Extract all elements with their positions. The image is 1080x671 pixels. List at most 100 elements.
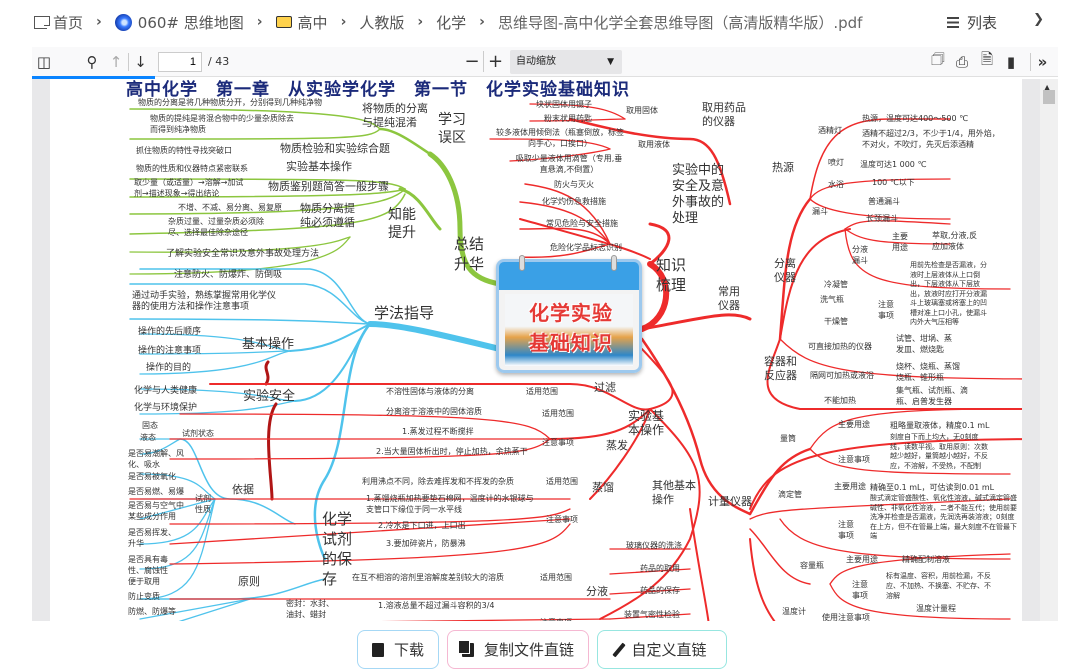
leaf: 利用沸点不同，除去难挥发和不挥发的杂质	[362, 477, 514, 486]
sub-label: 适用范围	[526, 387, 558, 396]
leaf: 粉末状用药匙	[544, 114, 592, 123]
leaf: 是否易潮解、风化、吸水	[128, 449, 184, 469]
view-mode-label: 列表	[966, 14, 997, 32]
topic-storage: 化学试剂的保存	[322, 510, 353, 588]
leaf: 1.蒸馏烧瓶加热要垫石棉网，温度计的水银球与支管口下缘位于同一水平线	[366, 494, 534, 514]
central-topic-line: 化学实验	[529, 301, 613, 325]
scroll-up-arrow-icon[interactable]: ▲	[1044, 83, 1051, 92]
zoom-select[interactable]: 自动缩放 ▼	[510, 50, 622, 74]
container-label: 不能加热	[824, 396, 856, 405]
zoom-in-icon[interactable]: +	[483, 51, 507, 72]
breadcrumb-item-edition[interactable]: 人教版	[359, 12, 404, 33]
binder-ring	[519, 255, 525, 271]
vertical-scrollbar[interactable]: ▲	[1040, 79, 1058, 621]
leaf: 物质的提纯是将混合物中的少量杂质除去而得到纯净物质	[150, 114, 294, 134]
central-topic-text: 化学实验 基础知识	[509, 298, 633, 358]
sub-label: 注意事项	[546, 515, 578, 524]
page-number-input[interactable]	[158, 51, 202, 72]
leaf: 液态	[140, 433, 156, 442]
leaf: 是否具有毒性、腐蚀性	[128, 555, 168, 575]
sidebar-toggle-icon[interactable]: ◫	[36, 52, 52, 71]
leaf: 药品的取用	[640, 564, 680, 573]
bookmark-icon[interactable]: ▮	[1006, 52, 1016, 71]
sub-label: 水浴	[828, 180, 844, 189]
print-icon[interactable]: ⎙	[955, 52, 968, 71]
sub-label: 注意事项	[878, 300, 894, 320]
central-topic: 化学实验 基础知识	[496, 255, 642, 373]
leaf: 物质的分离是将几种物质分开，分别得到几种纯净物	[138, 98, 322, 107]
download-button[interactable]: 下载	[357, 630, 439, 669]
sub-label: 主要用途	[834, 482, 866, 491]
leaf: 药品的保存	[640, 586, 680, 595]
sub-topic: 蒸馏	[592, 481, 614, 494]
chevron-down-icon[interactable]: ❯	[1033, 12, 1044, 27]
sub-topic: 其他基本操作	[652, 479, 696, 506]
leaf: 温度可达1 000 ℃	[860, 160, 927, 169]
breadcrumb-item-highschool[interactable]: 高中	[275, 12, 328, 33]
sub-topic: 热源	[772, 161, 794, 174]
breadcrumb-item-chemistry[interactable]: 化学	[436, 12, 466, 33]
leaf: 装置气密性检验	[624, 610, 680, 619]
download-icon[interactable]: 🗎	[980, 50, 994, 68]
file-download-icon	[371, 642, 384, 657]
leaf: 化学与人类健康	[134, 386, 198, 396]
view-mode-button[interactable]: 列表	[946, 12, 997, 33]
scrollbar-thumb[interactable]	[1043, 90, 1055, 104]
leaf: 防止变质	[128, 592, 160, 601]
leaf: 不溶性固体与液体的分离	[386, 387, 474, 396]
leaf: 是否易燃、易爆	[128, 487, 184, 496]
sub-label: 漏斗	[812, 207, 828, 216]
chevron-right-icon: ›	[340, 14, 347, 30]
leaf: 冷凝管	[824, 280, 848, 289]
leaf: 物质的性质和仪器特点紧密联系	[136, 164, 248, 173]
leaf: 防燃、防爆等	[128, 607, 176, 616]
sub-label: 适用范围	[542, 409, 574, 418]
prev-page-icon[interactable]: ↑	[109, 52, 123, 71]
sub-topic: 分离仪器	[774, 257, 796, 284]
more-tools-icon[interactable]: »	[1030, 52, 1054, 71]
leaf: 酸式滴定管盛酸性、氧化性溶液，碱式滴定管盛碱性、非氧化性溶液，二者不能互代；使用…	[870, 494, 1017, 540]
sub-topic: 过滤	[594, 381, 616, 394]
sub-topic: 计量仪器	[708, 495, 752, 508]
mindmap-title: 高中化学 第一章 从实验学化学 第一节 化学实验基础知识	[126, 80, 630, 100]
zoom-out-icon[interactable]: −	[464, 51, 480, 72]
sub-topic: 容器和反应器	[764, 355, 797, 382]
lab-glassware-image	[505, 294, 633, 366]
chevron-right-icon: ›	[417, 14, 424, 30]
action-bar: 下载 复制文件直链 自定义直链	[0, 621, 1080, 671]
next-page-icon[interactable]: ↓	[128, 52, 152, 71]
leaf: 酒精不超过2/3，不少于1/4，用外焰，不对火，不吹灯，先灭后添酒精	[862, 129, 1000, 149]
search-icon[interactable]: ⚲	[86, 52, 98, 71]
sub-label: 试剂状态	[182, 429, 214, 438]
sub-label: 容量瓶	[800, 561, 824, 570]
copy-link-button[interactable]: 复制文件直链	[447, 630, 589, 669]
branch-label: 知能提升	[388, 207, 416, 241]
chevron-right-icon: ›	[256, 14, 263, 30]
page-count: / 43	[208, 55, 230, 68]
sub-label: 喷灯	[828, 158, 844, 167]
leaf: 防火与灭火	[554, 180, 594, 189]
pdf-page: 高中化学 第一章 从实验学化学 第一节 化学实验基础知识 物质的分离是将几种物质…	[50, 79, 1022, 621]
leaf: 操作的目的	[146, 363, 192, 373]
open-file-icon[interactable]: 🗇	[931, 50, 945, 68]
sub-label: 取用液体	[638, 140, 670, 149]
sub-label: 酒精灯	[818, 126, 842, 135]
breadcrumb-item-home[interactable]: 首页	[34, 12, 83, 33]
leaf: 较多液体用倾倒法（瓶塞倒放，标签向手心，口挨口）	[496, 128, 624, 148]
leaf: 抓住物质的特性寻找突破口	[136, 146, 232, 155]
copy-icon	[457, 639, 474, 657]
leaf: 100 ℃以下	[872, 178, 915, 187]
topic: 取用药品的仪器	[702, 101, 746, 128]
custom-link-button[interactable]: 自定义直链	[597, 630, 727, 669]
disc-icon	[114, 13, 132, 31]
breadcrumb-item-mindmap[interactable]: 060# 思维地图	[114, 12, 244, 33]
sub-label: 滴定管	[778, 490, 802, 499]
topic: 依据	[232, 483, 254, 496]
leaf: 刻度自下而上均大，无0刻度线，读数平视。取用原则：次数越少越好，量筒越小越好，不…	[890, 433, 988, 470]
leaf: 便于取用	[128, 577, 160, 586]
leaf: 粗略量取液体，精度0.1 mL	[890, 421, 990, 430]
chevron-right-icon: ›	[479, 14, 485, 30]
leaf: 长颈漏斗	[866, 214, 898, 223]
sub-label: 取用固体	[626, 106, 658, 115]
branch-label: 学习误区	[438, 112, 466, 146]
